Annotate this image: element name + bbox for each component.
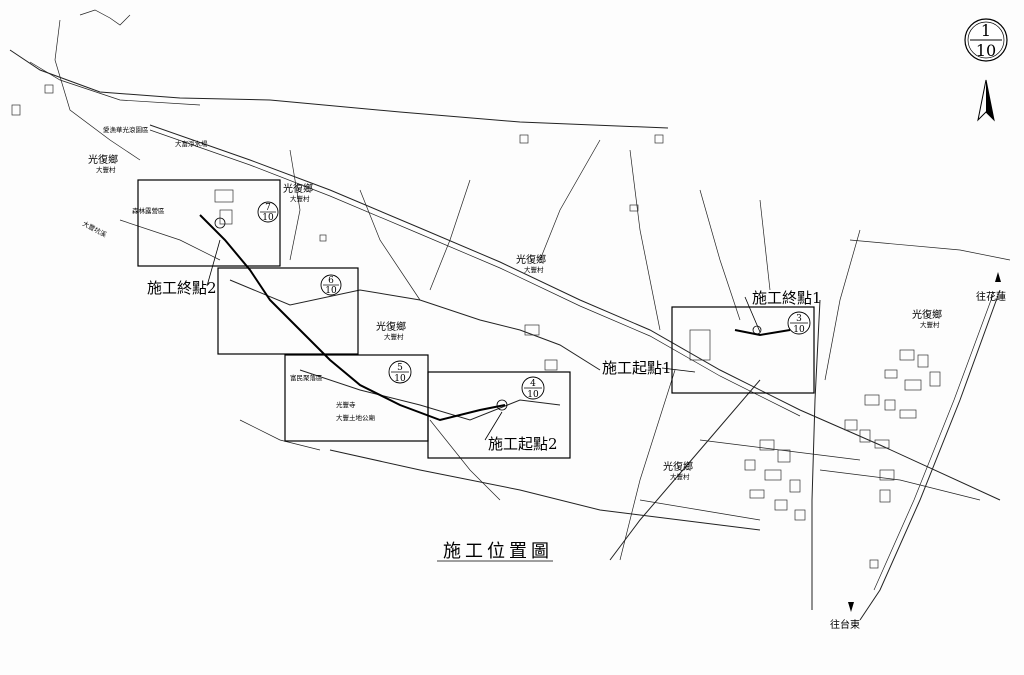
township-label: 光復鄉 <box>663 460 693 473</box>
township-label: 光復鄉 <box>912 308 942 321</box>
township-label: 光復鄉 <box>283 182 313 195</box>
construction-start-2-label: 施工起點2 <box>488 435 558 453</box>
sheet-frame-7[interactable] <box>137 179 281 267</box>
page-current: 1 <box>981 21 991 40</box>
page-number-badge: 1 10 <box>964 18 1008 62</box>
landmark-labels: 大富淨水場 愛漁華光滾園區 森林露營區 光豐寺 大豐土地公廟 富民聚落區 大豐坑… <box>81 125 375 422</box>
village-label: 大豐村 <box>920 320 940 329</box>
direction-labels: 往花蓮 往台東 <box>830 290 1006 631</box>
sheet-6-den: 10 <box>325 286 337 296</box>
water-plant-label: 大富淨水場 <box>175 139 208 148</box>
sheet-7-num: 7 <box>265 203 271 213</box>
sheet-4-den: 10 <box>527 390 539 400</box>
township-label: 光復鄉 <box>88 153 118 166</box>
sheet-frame-3[interactable] <box>671 306 815 394</box>
construction-end-2-label: 施工終點2 <box>147 279 217 297</box>
sheet-5-num: 5 <box>397 363 403 373</box>
community-label: 富民聚落區 <box>290 373 323 382</box>
page-total: 10 <box>976 41 996 60</box>
construction-start-1-label: 施工起點1 <box>602 359 672 377</box>
sheet-index-7: 7 10 <box>257 201 279 223</box>
forest-reserve-label: 森林露營區 <box>132 206 165 215</box>
map-title-text: 施工位置圖 <box>443 541 553 562</box>
direction-hualien-label: 往花蓮 <box>976 290 1006 303</box>
sheet-4-num: 4 <box>530 379 536 389</box>
village-label: 大豐村 <box>96 165 116 174</box>
sheet-index-3: 3 10 <box>787 311 811 335</box>
village-label: 大豐村 <box>524 265 544 274</box>
sheet-6-num: 6 <box>328 276 334 286</box>
sheet-3-den: 10 <box>793 325 805 335</box>
north-arrow-icon <box>977 79 995 122</box>
earth-god-temple-label: 大豐土地公廟 <box>336 413 376 422</box>
construction-point-labels: 施工終點1 施工終點2 施工起點1 施工起點2 <box>147 279 822 453</box>
direction-arrow-taitung-icon <box>848 602 854 612</box>
sheet-index-6: 6 10 <box>320 274 342 296</box>
sheet-frames <box>137 179 815 459</box>
sheet-3-num: 3 <box>796 314 802 324</box>
mountain-label: 大豐坑溪 <box>81 219 109 239</box>
township-label: 光復鄉 <box>376 320 406 333</box>
sheet-7-den: 10 <box>262 213 274 223</box>
tourism-label: 愛漁華光滾園區 <box>103 125 149 134</box>
village-label: 大豐村 <box>384 332 404 341</box>
township-labels: 光復鄉 大豐村 光復鄉 大豐村 光復鄉 大豐村 光復鄉 大豐村 光復鄉 大豐村 … <box>88 153 942 481</box>
village-label: 大豐村 <box>290 194 310 203</box>
sheet-index-4: 4 10 <box>521 376 545 400</box>
direction-arrow-hualien-icon <box>995 272 1001 282</box>
map-title: 施工位置圖 <box>437 541 553 562</box>
temple-label: 光豐寺 <box>336 400 356 409</box>
construction-end-1-label: 施工終點1 <box>752 289 822 307</box>
direction-taitung-label: 往台東 <box>830 618 860 631</box>
road-network <box>9 9 1011 621</box>
town-blocks <box>11 84 941 569</box>
sheet-index-5: 5 10 <box>388 360 412 384</box>
sheet-index-circles: 7 10 6 10 5 10 4 10 3 10 <box>257 201 811 400</box>
sheet-5-den: 10 <box>394 374 406 384</box>
leader-lines <box>206 217 762 441</box>
township-label: 光復鄉 <box>516 253 546 266</box>
sheet-frame-6[interactable] <box>217 267 359 355</box>
construction-route <box>199 214 791 422</box>
village-label: 大豐村 <box>670 472 690 481</box>
